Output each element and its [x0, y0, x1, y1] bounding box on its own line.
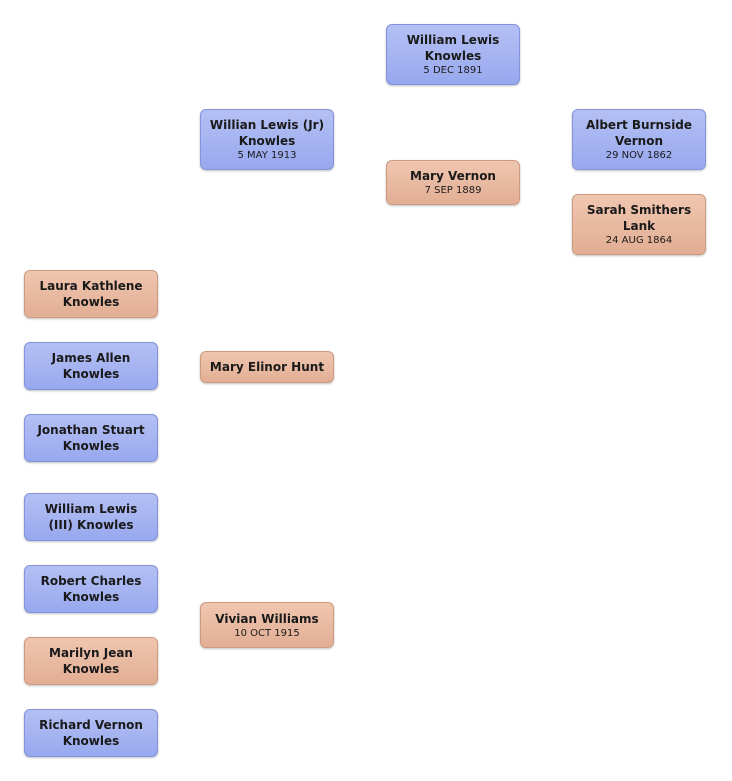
person-card-sarah-smithers-lank[interactable]: Sarah Smithers Lank 24 AUG 1864: [572, 194, 706, 255]
person-card-mary-elinor-hunt[interactable]: Mary Elinor Hunt: [200, 351, 334, 383]
person-name: Marilyn Jean Knowles: [49, 646, 133, 676]
person-card-william-lewis-iii-knowles[interactable]: William Lewis (III) Knowles: [24, 493, 158, 541]
person-name: Mary Vernon: [410, 169, 496, 183]
person-date: 7 SEP 1889: [424, 185, 482, 196]
person-name: Robert Charles Knowles: [40, 574, 142, 604]
person-card-robert-charles-knowles[interactable]: Robert Charles Knowles: [24, 565, 158, 613]
person-name: Sarah Smithers Lank: [586, 203, 692, 233]
person-card-albert-burnside-vernon[interactable]: Albert Burnside Vernon 29 NOV 1862: [572, 109, 706, 170]
person-card-vivian-williams[interactable]: Vivian Williams 10 OCT 1915: [200, 602, 334, 648]
person-card-willian-lewis-jr-knowles[interactable]: Willian Lewis (Jr) Knowles 5 MAY 1913: [200, 109, 334, 170]
person-date: 24 AUG 1864: [605, 235, 673, 246]
person-name: Richard Vernon Knowles: [39, 718, 143, 748]
person-name: William Lewis Knowles: [406, 33, 500, 63]
person-name: Jonathan Stuart Knowles: [37, 423, 145, 453]
person-date: 29 NOV 1862: [605, 150, 673, 161]
person-card-jonathan-stuart-knowles[interactable]: Jonathan Stuart Knowles: [24, 414, 158, 462]
person-name: Vivian Williams: [215, 611, 319, 626]
person-card-richard-vernon-knowles[interactable]: Richard Vernon Knowles: [24, 709, 158, 757]
person-date: 5 DEC 1891: [423, 65, 483, 76]
person-name: Willian Lewis (Jr) Knowles: [209, 118, 325, 148]
person-card-james-allen-knowles[interactable]: James Allen Knowles: [24, 342, 158, 390]
person-date: 10 OCT 1915: [234, 627, 300, 639]
person-name: Mary Elinor Hunt: [209, 360, 325, 374]
person-card-mary-vernon[interactable]: Mary Vernon 7 SEP 1889: [386, 160, 520, 205]
person-name: William Lewis (III) Knowles: [44, 502, 138, 532]
person-name: Laura Kathlene Knowles: [39, 279, 143, 309]
person-name: Albert Burnside Vernon: [585, 118, 693, 148]
person-card-marilyn-jean-knowles[interactable]: Marilyn Jean Knowles: [24, 637, 158, 685]
person-name: James Allen Knowles: [51, 351, 131, 381]
person-card-william-lewis-knowles[interactable]: William Lewis Knowles 5 DEC 1891: [386, 24, 520, 85]
person-date: 5 MAY 1913: [237, 150, 297, 161]
person-card-laura-kathlene-knowles[interactable]: Laura Kathlene Knowles: [24, 270, 158, 318]
